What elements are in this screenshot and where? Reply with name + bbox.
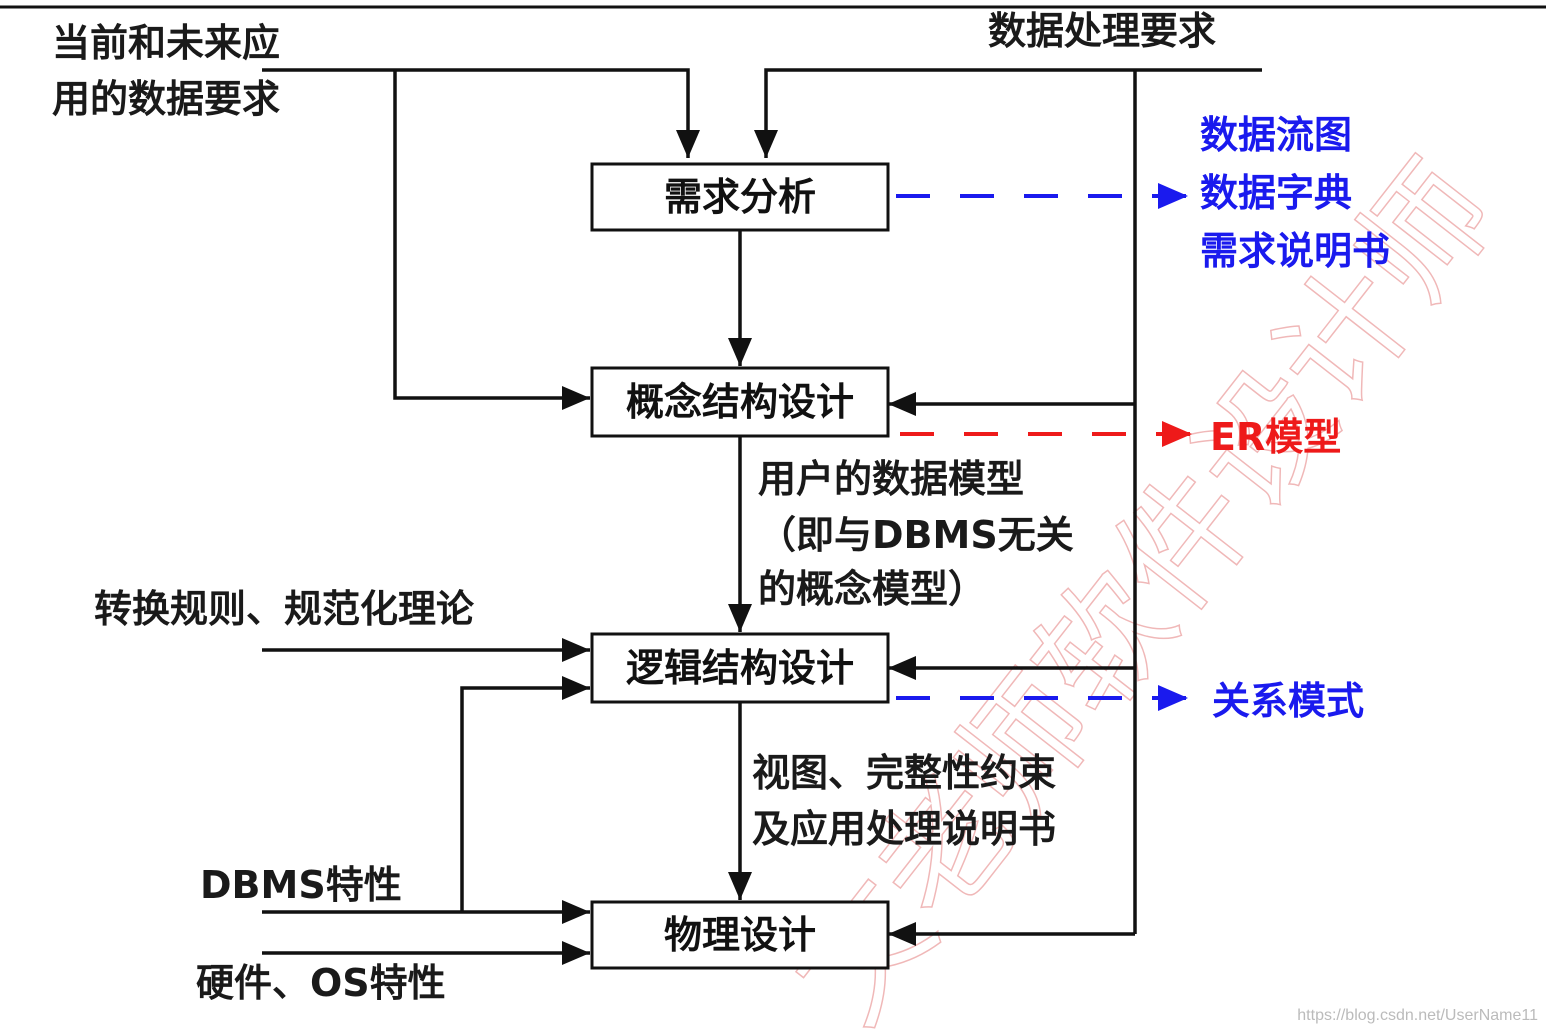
intermediate-user-model-line2: （即与DBMS无关	[758, 513, 1074, 557]
box-requirements-analysis: 需求分析	[590, 162, 890, 232]
connector-current-to-analysis	[262, 68, 700, 158]
input-dbms-features: DBMS特性	[200, 863, 402, 907]
connector-current-to-conceptual	[393, 70, 590, 410]
connector-processing-to-analysis	[754, 68, 1262, 158]
credit-text: https://blog.csdn.net/UserName11	[1297, 1007, 1538, 1024]
input-current-future-line2: 用的数据要求	[52, 77, 280, 121]
output-requirements-spec: 需求说明书	[1200, 229, 1390, 273]
input-processing-requirements: 数据处理要求	[988, 9, 1216, 53]
intermediate-user-model-line3: 的概念模型）	[758, 567, 986, 611]
box-physical-design: 物理设计	[590, 900, 890, 970]
box-requirements-analysis-label: 需求分析	[664, 175, 816, 219]
input-hardware-os: 硬件、OS特性	[196, 961, 446, 1005]
output-relational-schema: 关系模式	[1212, 679, 1364, 723]
output-data-dictionary: 数据字典	[1200, 171, 1352, 215]
output-er-model: ER模型	[1210, 415, 1341, 459]
input-current-future-line1: 当前和未来应	[52, 21, 280, 65]
box-conceptual-design: 概念结构设计	[590, 366, 890, 438]
intermediate-views-line2: 及应用处理说明书	[752, 807, 1056, 851]
connector-dbms-to-logical	[460, 676, 590, 912]
output-dataflow-diagram: 数据流图	[1200, 113, 1352, 157]
box-logical-design: 逻辑结构设计	[590, 632, 890, 704]
box-conceptual-design-label: 概念结构设计	[626, 380, 854, 424]
box-physical-design-label: 物理设计	[664, 913, 816, 957]
intermediate-user-model-line1: 用户的数据模型	[758, 457, 1024, 501]
box-logical-design-label: 逻辑结构设计	[626, 646, 854, 690]
input-transform-rules: 转换规则、规范化理论	[94, 587, 475, 631]
intermediate-views-line1: 视图、完整性约束	[752, 751, 1056, 795]
